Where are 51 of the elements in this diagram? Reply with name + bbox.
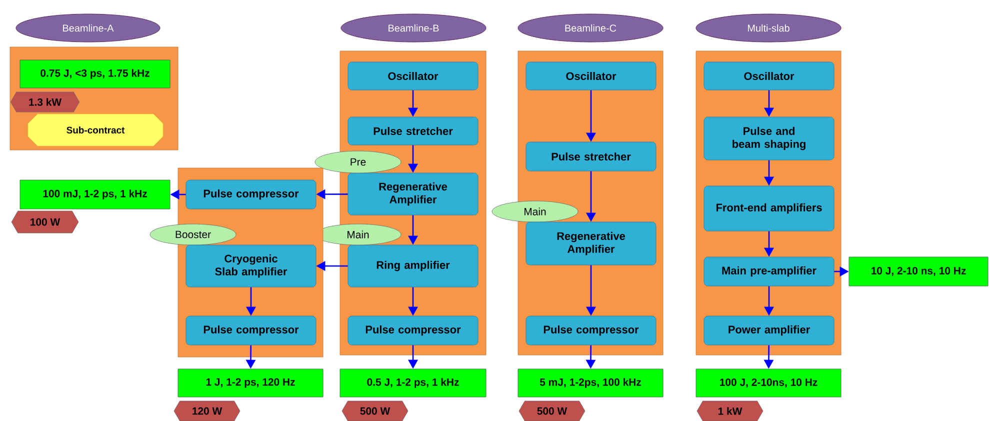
arrow	[764, 286, 774, 316]
process-box: Pulse stretcher	[348, 116, 478, 146]
arrow	[586, 171, 596, 222]
process-box: Regenerative Amplifier	[348, 172, 478, 216]
power-hexagon: 500 W	[342, 400, 408, 421]
power-hexagon: 500 W	[518, 400, 586, 421]
process-box: Pulse compressor	[186, 316, 316, 346]
process-box: Pulse stretcher	[526, 142, 656, 172]
arrow	[586, 90, 596, 142]
process-box: Pulse compressor	[348, 316, 478, 346]
arrow	[408, 345, 418, 369]
process-box: Cryogenic Slab amplifier	[186, 244, 316, 288]
process-box: Oscillator	[526, 62, 656, 90]
output-box: 0.5 J, 1-2 ps, 1 kHz	[340, 368, 486, 398]
process-box: Oscillator	[704, 62, 834, 90]
output-box: 0.75 J, <3 ps, 1.75 kHz	[20, 60, 170, 88]
note-octagon: Sub-contract	[28, 114, 164, 146]
process-box: Pulse and beam shaping	[704, 116, 834, 160]
arrow	[316, 189, 348, 200]
process-box: Pulse compressor	[186, 180, 316, 210]
arrow	[246, 287, 256, 316]
output-box: 100 J, 2-10ns, 10 Hz	[696, 368, 842, 398]
output-box: 5 mJ, 1-2ps, 100 kHz	[518, 368, 664, 398]
power-hexagon: 120 W	[174, 400, 240, 421]
arrow	[316, 261, 348, 271]
arrow	[408, 287, 418, 316]
arrow	[408, 145, 418, 173]
arrow	[586, 265, 596, 316]
arrow	[764, 345, 774, 369]
output-box: 10 J, 2-10 ns, 10 Hz	[848, 256, 988, 286]
arrow	[764, 160, 774, 186]
process-box: Front-end amplifiers	[704, 186, 834, 232]
arrow	[586, 345, 596, 369]
arrow	[408, 90, 418, 117]
process-box: Main pre-amplifier	[704, 256, 834, 286]
process-box: Oscillator	[348, 62, 478, 90]
arrow	[408, 215, 418, 245]
arrow	[834, 266, 849, 276]
arrow	[764, 90, 774, 117]
arrow	[170, 190, 186, 200]
process-box: Regenerative Amplifier	[526, 222, 656, 266]
arrow	[764, 231, 774, 257]
arrow	[246, 345, 256, 369]
power-hexagon: 1.3 kW	[10, 92, 80, 112]
power-hexagon: 100 W	[11, 210, 79, 234]
process-box: Pulse compressor	[526, 316, 656, 346]
output-box: 100 mJ, 1-2 ps, 1 kHz	[20, 180, 170, 210]
process-box: Ring amplifier	[348, 244, 478, 288]
power-hexagon: 1 kW	[696, 400, 764, 421]
process-box: Power amplifier	[704, 316, 834, 346]
output-box: 1 J, 1-2 ps, 120 Hz	[178, 368, 324, 398]
